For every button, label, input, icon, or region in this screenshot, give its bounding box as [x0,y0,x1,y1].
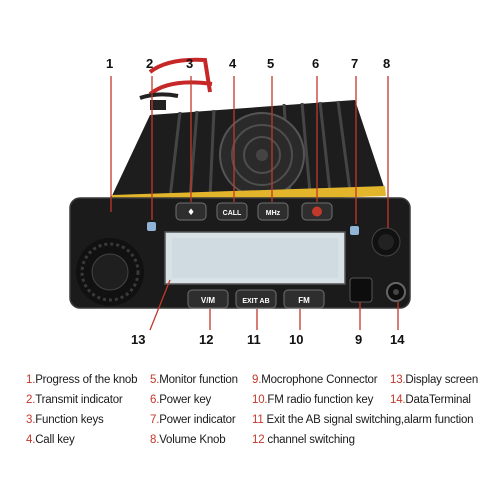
volume-knob [371,227,401,257]
callout-10: 10 [289,332,304,347]
legend-text: Function keys [35,414,104,426]
exit-ab-button-label: EXIT AB [242,298,269,305]
legend-item-8: 8.Volume Knob [150,434,226,446]
legend-item-4: 4.Call key [26,434,75,446]
function-button [175,202,207,221]
legend-number: 13. [390,374,406,386]
legend-number: 6. [150,394,160,406]
legend-number: 10. [252,394,268,406]
legend-text: channel switching [264,434,355,446]
function-button-label: ♦ [187,208,195,218]
legend-item-13: 13.Display screen [390,374,478,386]
callout-7: 7 [351,56,359,71]
callout-6: 6 [312,56,320,71]
callout-9: 9 [355,332,363,347]
callout-4: 4 [229,56,237,71]
power-cable [139,57,213,110]
legend-item-10: 10.FM radio function key [252,394,373,406]
callout-12: 12 [199,332,214,347]
callout-5: 5 [267,56,275,71]
legend-number: 12 [252,434,265,446]
legend-item-1: 1.Progress of the knob [26,374,138,386]
call-button [216,202,248,221]
power-indicator [350,226,359,235]
legend-text: Transmit indicator [35,394,123,406]
callout-11: 11 [247,332,261,347]
radio-illustration: ♦ CALL MHz V/M EXIT AB FM [69,57,411,331]
legend-number: 1. [26,374,36,386]
callout-14: 14 [390,332,405,347]
legend-text: Progress of the knob [35,374,138,386]
legend-number: 14. [390,394,406,406]
mhz-button-label: MHz [266,210,281,217]
mhz-button [257,202,289,221]
call-button-label: CALL [223,210,242,217]
legend-text: Volume Knob [159,434,226,446]
legend-number: 2. [26,394,36,406]
vm-button-label: V/M [201,296,216,305]
exit-ab-button [235,289,277,309]
microphone-connector [349,277,373,303]
legend-text: Exit the AB signal switching,alarm funct… [263,414,474,426]
legend-number: 9. [252,374,262,386]
legend-item-5: 5.Monitor function [150,374,238,386]
callout-2: 2 [146,56,154,71]
callout-13: 13 [131,332,146,347]
legend-number: 4. [26,434,36,446]
legend-number: 5. [150,374,160,386]
legend-item-7: 7.Power indicator [150,414,236,426]
legend-item-9: 9.Mocrophone Connector [252,374,378,386]
callout-8: 8 [383,56,391,71]
heatsink [110,100,385,200]
legend-text: Power key [159,394,212,406]
legend-number: 7. [150,414,160,426]
legend-item-14: 14.DataTerminal [390,394,471,406]
fm-button [283,289,325,309]
legend-number: 3. [26,414,36,426]
legend-text: DataTerminal [405,394,471,406]
channel-knob [76,238,144,306]
legend-text: Display screen [405,374,479,386]
legend-item-11: 11 Exit the AB signal switching,alarm fu… [252,414,474,426]
legend: 1.Progress of the knob 2.Transmit indica… [26,374,496,494]
transmit-indicator [147,222,156,231]
legend-text: Monitor function [159,374,238,386]
fm-button-label: FM [298,296,310,305]
legend-item-6: 6.Power key [150,394,211,406]
legend-text: Power indicator [159,414,236,426]
leader-lines [110,76,399,331]
callout-3: 3 [186,56,194,71]
vm-button [187,289,229,309]
legend-item-3: 3.Function keys [26,414,104,426]
legend-item-12: 12 channel switching [252,434,355,446]
radio-diagram: ♦ CALL MHz V/M EXIT AB FM [69,56,411,347]
power-icon [312,206,322,217]
legend-number: 8. [150,434,160,446]
legend-text: Call key [35,434,75,446]
legend-item-2: 2.Transmit indicator [26,394,123,406]
legend-number: 11 [252,414,264,426]
callout-1: 1 [106,56,114,71]
legend-text: FM radio function key [267,394,374,406]
legend-text: Mocrophone Connector [261,374,378,386]
